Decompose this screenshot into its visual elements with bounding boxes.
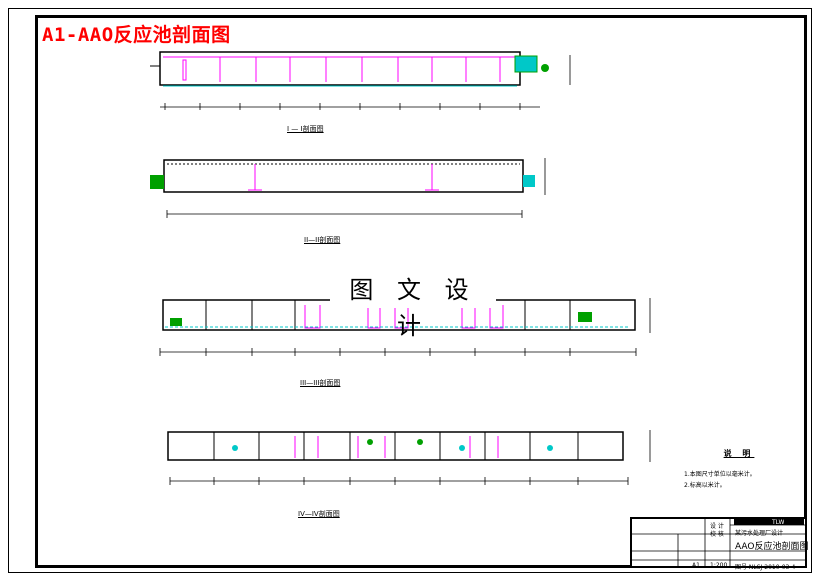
section-1-drawing: [150, 51, 571, 110]
note-item: 2.标高以米计。: [684, 482, 726, 489]
section-2-drawing: [150, 158, 546, 218]
section-2-label: II—II剖面图: [304, 236, 341, 244]
drawing-frame: [35, 15, 807, 568]
section-4-drawing: [167, 430, 651, 485]
section-4-label: IV—IV剖面图: [298, 510, 340, 518]
tb-sheet: A1: [692, 562, 700, 569]
tb-review-label: 校 核: [710, 531, 724, 538]
tb-scale: 1:200: [710, 562, 728, 569]
notes-title: 说 明: [723, 449, 755, 458]
note-item: 1.本图尺寸单位以毫米计。: [684, 471, 756, 478]
outer-border: [8, 8, 812, 573]
tb-drawing-no: 图号 NLSJ-2010-03-4: [735, 564, 796, 571]
tb-drawing-name: AAO反应池剖面图: [735, 542, 809, 552]
notes-block: 说 明 1.本图尺寸单位以毫米计。 2.标高以米计。: [684, 448, 794, 491]
section-3-label: III—III剖面图: [300, 379, 341, 387]
section-1-label: I — I剖面图: [287, 125, 324, 133]
section-3-drawing: [159, 298, 651, 356]
tb-design-label: 设 计: [710, 523, 724, 530]
tb-header: TLW: [772, 519, 785, 526]
tb-unit: 某污水处理厂设计: [735, 530, 784, 537]
title-block: TLW 设 计 校 核 某污水处理厂设计 AAO反应池剖面图 A1 1:200 …: [630, 517, 809, 571]
title-block-grid: [630, 517, 807, 568]
watermark: 图 文 设 计: [330, 272, 496, 340]
drawing-title: A1-AAO反应池剖面图: [42, 24, 231, 46]
